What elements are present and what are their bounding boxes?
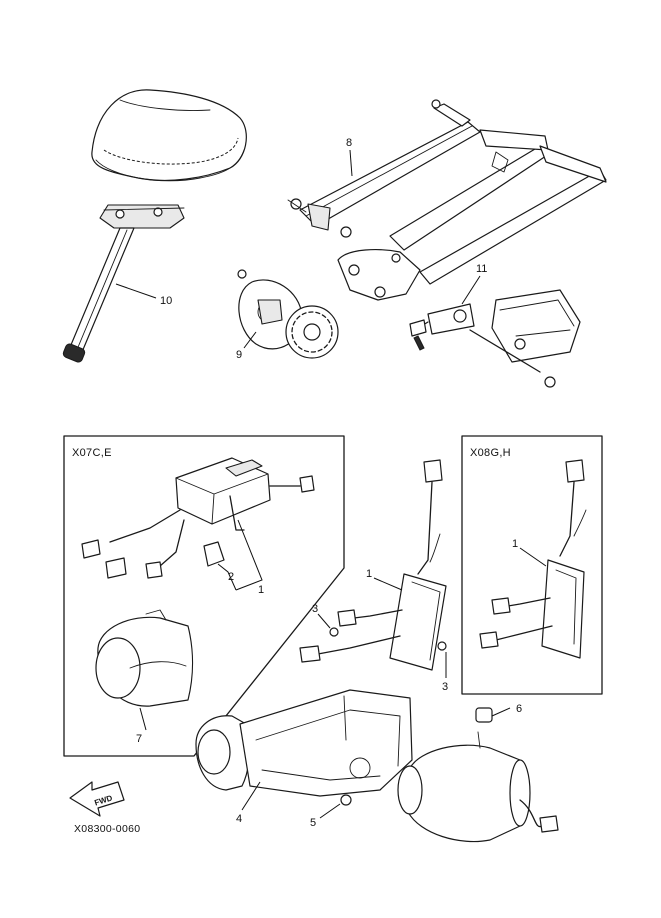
box-label-x07ce: X07C,E xyxy=(72,447,112,459)
meter-housing xyxy=(81,457,315,579)
lower-cover xyxy=(195,689,413,797)
motor xyxy=(340,707,559,843)
callout-4: 4 xyxy=(236,813,242,825)
sprocket xyxy=(285,305,339,359)
battery-tray xyxy=(469,289,581,388)
variant-box-x08gh xyxy=(461,435,603,695)
callout-3-right: 3 xyxy=(442,681,448,693)
callout-1-mid: 1 xyxy=(366,568,372,580)
callout-1-left: 1 xyxy=(258,584,264,596)
box-label-x08gh: X08G,H xyxy=(470,447,511,459)
seat xyxy=(91,89,247,182)
callout-9: 9 xyxy=(236,349,242,361)
ignition-switch xyxy=(409,303,475,351)
callout-numbers: 8 10 11 9 1 2 7 1 3 3 1 6 4 5 xyxy=(136,137,522,829)
diagram-code: X08300-0060 xyxy=(74,823,140,835)
callout-2: 2 xyxy=(228,571,234,583)
sprocket-assembly xyxy=(237,269,339,359)
callout-10: 10 xyxy=(160,295,172,307)
callout-1-right: 1 xyxy=(512,538,518,550)
seat-post xyxy=(62,204,185,363)
variant-box-x07ce xyxy=(63,435,345,757)
callout-8: 8 xyxy=(346,137,352,149)
rear-frame xyxy=(287,99,607,301)
fwd-arrow: FWD xyxy=(69,781,125,817)
controller-center xyxy=(299,459,447,671)
leader-lines xyxy=(115,149,547,819)
controller-right xyxy=(479,459,587,659)
callout-6: 6 xyxy=(516,703,522,715)
callout-5: 5 xyxy=(310,817,316,829)
headlight-cover xyxy=(95,609,194,707)
callout-7: 7 xyxy=(136,733,142,745)
callout-11: 11 xyxy=(476,263,487,275)
callout-3-left: 3 xyxy=(312,603,318,615)
